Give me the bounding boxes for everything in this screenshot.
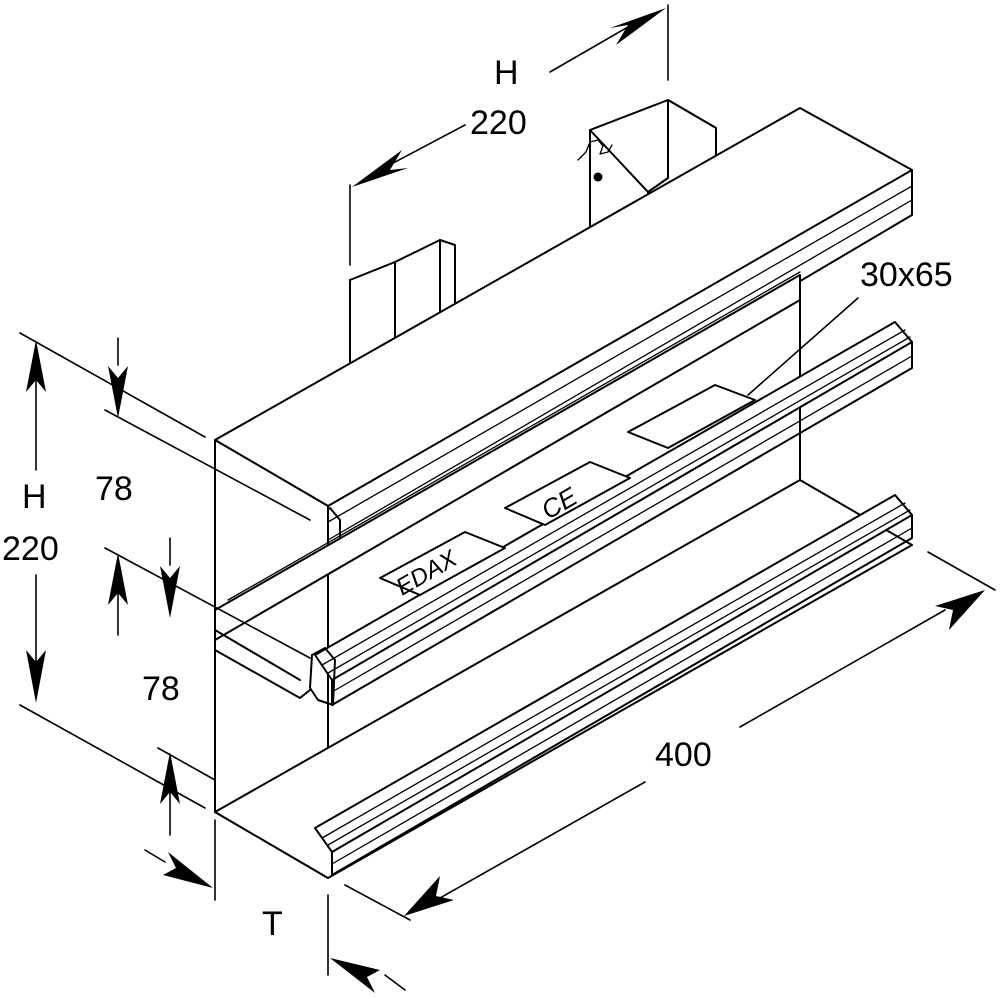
dimension-top-height [349,4,669,266]
lower-compartment-label: 78 [142,670,180,708]
top-height-letter: H [494,54,519,92]
dimension-upper-78 [104,337,311,659]
cutout-label: 30x65 [860,256,953,294]
dimension-depth [144,819,406,993]
top-height-value: 220 [470,104,527,142]
lower-profile-rail [314,494,913,876]
left-height-letter: H [22,478,47,516]
dimension-length [344,551,996,921]
cutouts: CE EDAX [379,297,859,601]
depth-label: T [262,905,283,943]
upper-compartment-label: 78 [95,470,133,508]
trunking-body [214,271,913,879]
left-height-value: 220 [2,530,59,568]
length-label: 400 [655,736,712,774]
dimension-left-height [19,332,206,809]
dimension-lower-78 [157,537,216,836]
upper-profile-rail [214,321,913,706]
